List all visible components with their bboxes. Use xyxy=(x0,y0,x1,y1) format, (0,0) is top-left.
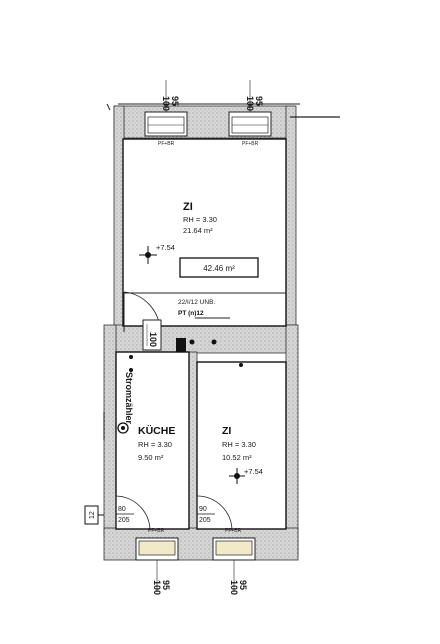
marker-number: 12 xyxy=(89,511,96,519)
level-marker-small xyxy=(229,468,245,484)
total-area-value: 42.46 m² xyxy=(203,264,235,273)
door-swing-upper xyxy=(123,291,162,351)
room-zi-main xyxy=(122,138,287,327)
room-kueche xyxy=(115,351,190,530)
door-swing-left xyxy=(115,495,151,531)
marker-box xyxy=(84,505,99,525)
door-left-height: 205 xyxy=(118,517,130,524)
window-label-top-left: PF+BR xyxy=(158,141,175,147)
chimney-element xyxy=(176,338,186,352)
room-zi-small-area: 10.52 m² xyxy=(222,453,252,462)
window-label-bottom-right: PF+BR xyxy=(225,528,242,534)
door-left-width: 80 xyxy=(118,506,126,513)
window-top-right xyxy=(228,80,272,137)
window-dim-bottom-right: 100 xyxy=(229,580,239,595)
window-label-top-right: PF+BR xyxy=(242,141,259,147)
window-dim-top-left-h: 95 xyxy=(170,96,180,106)
door-note-type: PT (n)12 xyxy=(178,310,204,317)
kitchen-vertical-label: Stromzähler xyxy=(124,372,134,425)
inner-door-dim: 100 xyxy=(148,332,158,347)
door-note-date: 22/I/12 UNB. xyxy=(178,299,215,306)
room-zi-small xyxy=(196,361,287,530)
outer-walls xyxy=(103,105,299,561)
window-top-left xyxy=(144,80,188,137)
window-dim-top-right-h: 95 xyxy=(254,96,264,106)
total-area-box xyxy=(179,257,259,278)
window-dim-bottom-left-h: 95 xyxy=(161,580,171,590)
room-kueche-area: 9.50 m² xyxy=(138,453,164,462)
door-right-width: 90 xyxy=(199,506,207,513)
level-marker-main xyxy=(139,246,157,264)
window-bottom-right xyxy=(212,537,256,592)
door-swing-right xyxy=(196,495,233,531)
level-mark-main-value: +7.54 xyxy=(156,243,175,252)
room-kueche-height: RH = 3.30 xyxy=(138,440,172,449)
room-zi-main-height: RH = 3.30 xyxy=(183,215,217,224)
room-zi-small-height: RH = 3.30 xyxy=(222,440,256,449)
level-mark-small-value: +7.54 xyxy=(244,467,263,476)
door-right-height: 205 xyxy=(199,517,211,524)
window-bottom-left xyxy=(135,537,179,592)
window-label-bottom-left: PF+BR xyxy=(148,528,165,534)
room-zi-main-area: 21.64 m² xyxy=(183,226,213,235)
room-kueche-name: KÜCHE xyxy=(138,424,175,437)
room-zi-main-name: ZI xyxy=(183,201,193,213)
window-dim-top-right: 100 xyxy=(245,96,255,111)
meter-icon xyxy=(117,422,129,434)
room-zi-small-name: ZI xyxy=(222,425,231,437)
window-dim-top-left: 100 xyxy=(161,96,171,111)
window-dim-bottom-left: 100 xyxy=(152,580,162,595)
window-dim-bottom-right-h: 95 xyxy=(238,580,248,590)
